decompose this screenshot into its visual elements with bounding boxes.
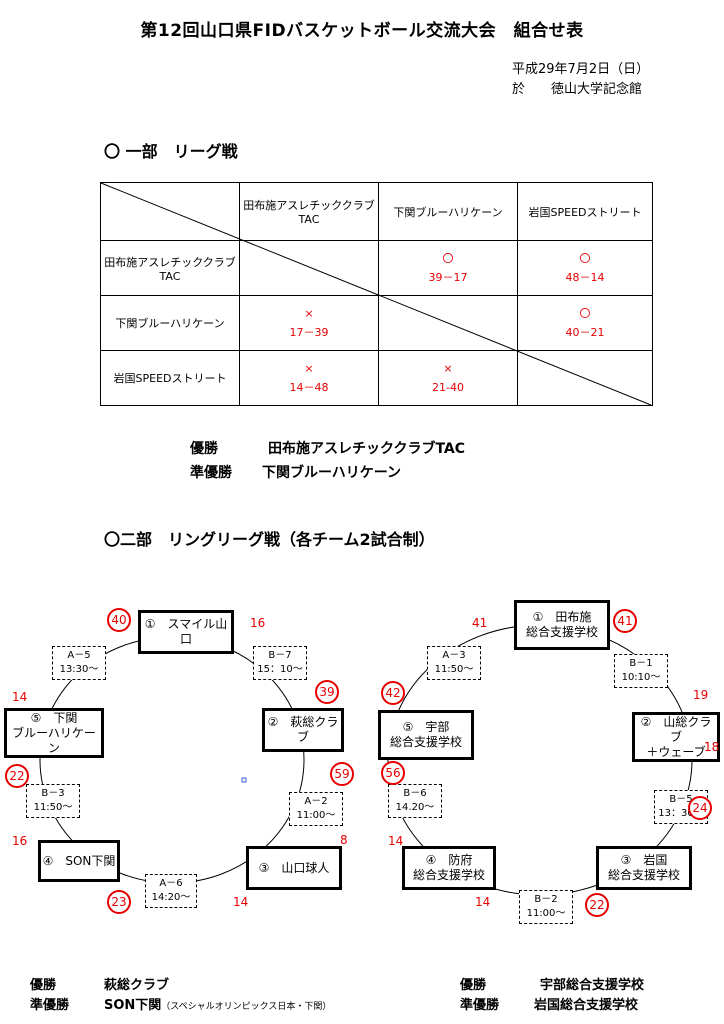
ringA-team-3: ③ 山口球人 [246, 846, 342, 890]
event-venue: 於 徳山大学記念館 [512, 82, 643, 97]
ringB-team-4: ④ 防府 総合支援学校 [402, 846, 496, 890]
table-cell: × 21-40 [378, 350, 518, 406]
row-header: 岩国SPEEDストリート [100, 350, 240, 406]
col-header: 岩国SPEEDストリート [517, 182, 653, 241]
league1-champion-label: 優勝 [190, 441, 218, 457]
ringB-team-1: ① 田布施 総合支援学校 [514, 600, 610, 650]
ringB-team-2: ② 山総クラブ ＋ウェーブ [632, 712, 720, 762]
table-cell: 〇 48－14 [517, 240, 653, 296]
event-date: 平成29年7月2日（日） [512, 62, 650, 77]
ringB-points: 14 [388, 834, 404, 848]
ringA-points: 14 [12, 690, 28, 704]
col-header: 田布施アスレチッククラブ TAC [239, 182, 379, 241]
ringA-points: 16 [12, 834, 28, 848]
league1-heading: 〇 一部 リーグ戦 [104, 142, 238, 161]
ringB-points: 18 [704, 740, 720, 754]
resultA-champion: 萩総クラブ [104, 978, 170, 993]
ringB-score: 41 [613, 609, 637, 633]
resultA-runner-label: 準優勝 [30, 998, 70, 1013]
ringA-score: 39 [315, 680, 339, 704]
table-cell: 〇 40－21 [517, 295, 653, 351]
resultA-runner: SON下関（スペシャルオリンピックス日本・下関） [104, 998, 332, 1013]
ringA-score: 23 [107, 890, 131, 914]
ringB-score: 22 [585, 893, 609, 917]
league1-champion: 田布施アスレチッククラブTAC [268, 441, 466, 457]
ringB-match: A－3 11:50～ [427, 646, 481, 680]
ringA-team-1: ① スマイル山口 [138, 610, 234, 654]
ringA-match: B－3 11:50～ [26, 784, 80, 818]
ringA-team-4: ④ SON下関 [38, 840, 120, 882]
ringB-score: 42 [381, 681, 405, 705]
league1-runner: 下関ブルーハリケーン [262, 465, 402, 481]
resultA-champion-label: 優勝 [30, 978, 57, 993]
league2-heading: 〇二部 リングリーグ戦（各チーム2試合制） [104, 530, 435, 549]
ringA-score: 22 [5, 764, 29, 788]
ringA-score: 59 [330, 762, 354, 786]
ringA-points: 14 [233, 895, 249, 909]
ringA-team-2: ② 萩総クラブ [262, 708, 344, 752]
ringB-match: B－2 11:00～ [519, 890, 573, 924]
table-cell: × 14－48 [239, 350, 379, 406]
table-cell: 〇 39－17 [378, 240, 518, 296]
ringB-team-5: ⑤ 宇部 総合支援学校 [378, 710, 474, 760]
resultB-runner-label: 準優勝 [460, 998, 500, 1013]
resultB-champion: 宇部総合支援学校 [540, 978, 645, 993]
ringA-points: 16 [250, 616, 266, 630]
ringB-points: 19 [693, 688, 709, 702]
ringB-team-3: ③ 岩国 総合支援学校 [596, 846, 692, 890]
ringA-match: A－5 13:30～ [52, 646, 106, 680]
ringB-score: 24 [688, 796, 712, 820]
table-cell: × 17－39 [239, 295, 379, 351]
resultB-champion-label: 優勝 [460, 978, 487, 993]
col-header: 下関ブルーハリケーン [378, 182, 518, 241]
ringA-score: 40 [107, 608, 131, 632]
resultA-runner-note: （スペシャルオリンピックス日本・下関） [161, 1002, 332, 1012]
ringA-match: B－7 15：10～ [253, 646, 307, 680]
resultB-runner: 岩国総合支援学校 [534, 998, 639, 1013]
ringA-team-5: ⑤ 下関 ブルーハリケーン [4, 708, 104, 758]
league1-table: 田布施アスレチッククラブ TAC 下関ブルーハリケーン 岩国SPEEDストリート… [100, 182, 653, 406]
ringA-match: A－2 11:00～ [289, 792, 343, 826]
page-title: 第12回山口県FIDバスケットボール交流大会 組合せ表 [140, 21, 584, 41]
league1-runner-label: 準優勝 [190, 465, 232, 481]
ringB-points: 14 [475, 895, 491, 909]
row-header: 下関ブルーハリケーン [100, 295, 240, 351]
ringB-score: 56 [381, 761, 405, 785]
ringB-match: B－1 10:10～ [614, 654, 668, 688]
ringA-points: 8 [340, 833, 348, 847]
ringA-match: A－6 14:20～ [145, 874, 197, 908]
ringB-points: 41 [472, 616, 488, 630]
ringB-match: B－6 14.20～ [388, 784, 442, 818]
row-header: 田布施アスレチッククラブ TAC [100, 240, 240, 296]
